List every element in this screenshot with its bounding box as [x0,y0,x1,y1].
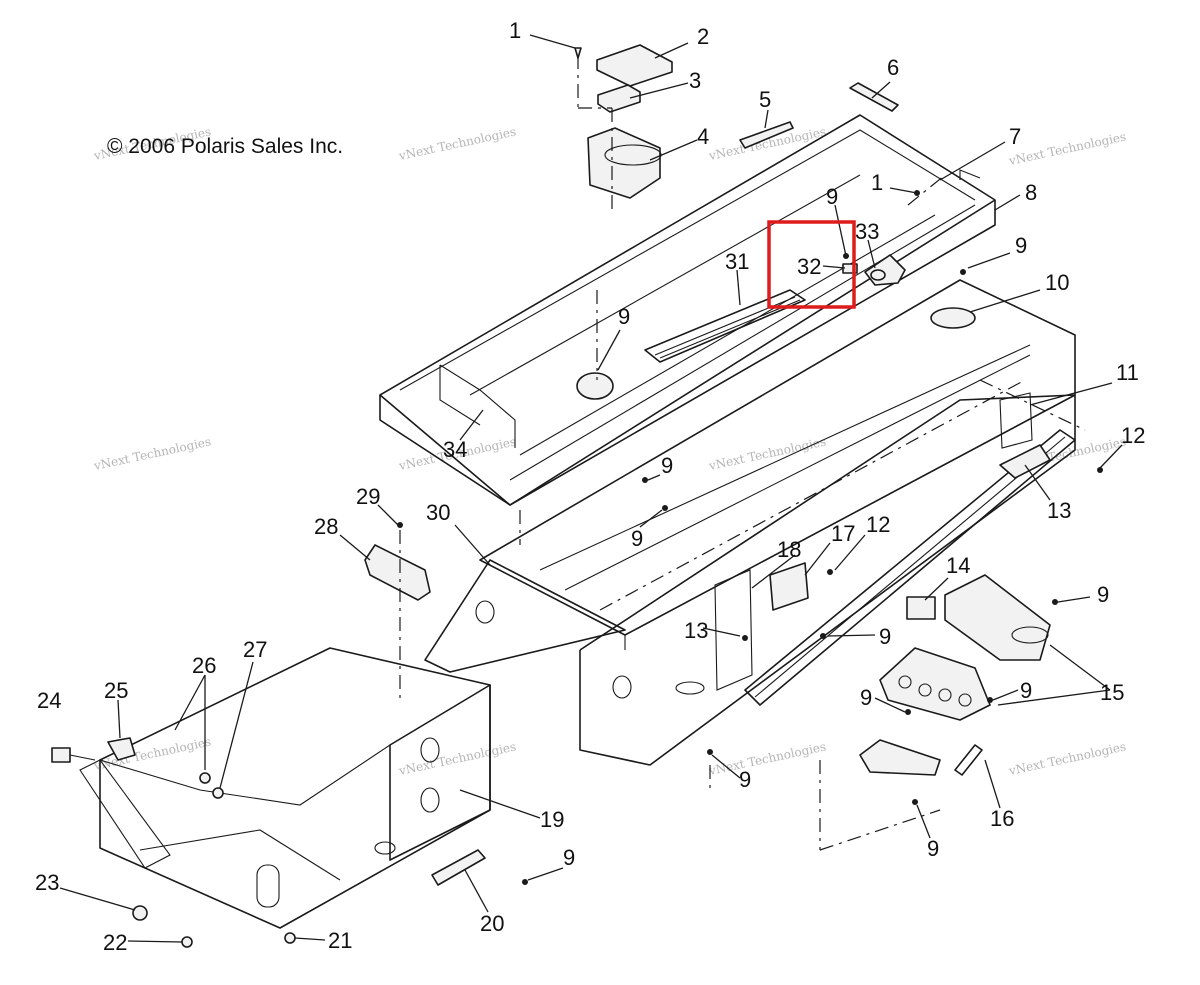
callout-28: 28 [314,514,338,539]
callout-labels: 1 2 3 4 5 6 7 1 8 9 9 33 32 31 10 9 11 1… [35,18,1145,955]
callout-4: 4 [697,124,709,149]
callout-6: 6 [887,55,899,80]
callout-12-center: 12 [866,512,890,537]
callout-21: 21 [328,928,352,953]
callout-25: 25 [104,678,128,703]
callout-9-right: 9 [1015,233,1027,258]
callout-31: 31 [725,249,749,274]
callout-24: 24 [37,688,61,713]
highlight-box-32 [767,220,856,309]
callout-9-mid2: 9 [631,526,643,551]
callout-14: 14 [946,553,970,578]
callout-9-pad: 9 [618,304,630,329]
callout-33: 33 [855,219,879,244]
callout-9-center: 9 [879,624,891,649]
right-side-parts [709,574,1051,851]
callout-9-bottom: 9 [739,767,751,792]
callout-32: 32 [797,254,821,279]
callout-29: 29 [356,484,380,509]
watermark-9: vNext Technologies [397,739,517,778]
callout-1b: 1 [871,170,883,195]
callout-9-far-right: 9 [1097,582,1109,607]
main-tunnel [479,279,1086,766]
callout-9-lower2: 9 [1020,678,1032,703]
copyright-text: © 2006 Polaris Sales Inc. [107,135,343,158]
callout-34: 34 [443,437,467,462]
front-bracket [424,510,626,673]
callout-9-lower: 9 [860,685,872,710]
callout-30: 30 [426,500,450,525]
callout-2: 2 [697,24,709,49]
mount-bracket [364,530,431,700]
leader-lines [59,34,1123,943]
callout-3: 3 [689,68,701,93]
watermark-10: vNext Technologies [707,739,827,778]
callout-8: 8 [1025,180,1037,205]
callout-1: 1 [509,18,521,43]
callout-18: 18 [777,537,801,562]
callout-5: 5 [759,87,771,112]
callout-13-right: 13 [1047,498,1071,523]
callout-19: 19 [540,807,564,832]
callout-26: 26 [192,653,216,678]
callout-22: 22 [103,930,127,955]
callout-9-bulkhead: 9 [563,845,575,870]
callout-27: 27 [243,637,267,662]
callout-23: 23 [35,870,59,895]
watermark-8: vNext Technologies [92,734,212,773]
watermark-6: vNext Technologies [707,434,827,473]
callout-9-bottom-right: 9 [927,836,939,861]
watermark-1: vNext Technologies [397,124,517,163]
watermark-4: vNext Technologies [92,434,212,473]
watermark-3: vNext Technologies [1007,129,1127,168]
callout-7: 7 [1009,124,1021,149]
callout-9-mid: 9 [661,453,673,478]
callout-20: 20 [480,911,504,936]
callout-9-top: 9 [826,184,838,209]
callout-15: 15 [1100,680,1124,705]
callout-16: 16 [990,806,1014,831]
seat-parts [574,44,946,380]
callout-12-right: 12 [1121,423,1145,448]
callout-13-center: 13 [684,618,708,643]
callout-17: 17 [831,521,855,546]
callout-10: 10 [1045,270,1069,295]
callout-11: 11 [1116,360,1139,385]
watermark-11: vNext Technologies [1007,739,1127,778]
